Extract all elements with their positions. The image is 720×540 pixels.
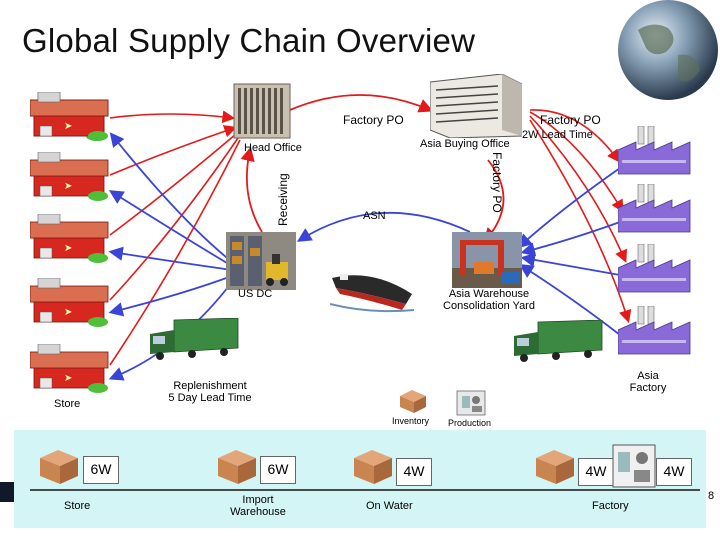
cargo-ship-icon xyxy=(330,274,414,313)
factory-icon xyxy=(618,126,691,175)
store-icon: ➤ xyxy=(30,278,109,327)
production-label: Production xyxy=(448,418,492,428)
store-label: Store xyxy=(54,398,81,410)
asia-factory-label: Asia Factory xyxy=(629,370,667,394)
timeline-weeks-import-warehouse: 6W xyxy=(260,456,296,484)
svg-text:➤: ➤ xyxy=(64,181,72,192)
timeline-label-factory: Factory xyxy=(592,500,629,512)
timeline-axis xyxy=(0,482,700,502)
store-icon: ➤ xyxy=(30,214,109,263)
factory-icon xyxy=(618,244,691,293)
timeline-weeks-store: 6W xyxy=(83,456,119,484)
timeline-weeks-production: 4W xyxy=(656,458,692,486)
svg-text:➤: ➤ xyxy=(64,307,72,318)
truck-icon xyxy=(514,320,603,362)
svg-text:➤: ➤ xyxy=(64,121,72,132)
asia-warehouse-yard-icon xyxy=(452,232,522,288)
svg-text:➤: ➤ xyxy=(64,373,72,384)
asia-buying-office-building-icon xyxy=(430,74,522,138)
inventory-label: Inventory xyxy=(392,416,430,426)
us-dc-warehouse-icon xyxy=(226,232,296,290)
asia-warehouse-label: Asia Warehouse Consolidation Yard xyxy=(443,288,535,312)
factory-po-vertical-label: Factory PO xyxy=(490,152,504,213)
factory-po-arrow xyxy=(289,94,434,113)
inventory-box-icon xyxy=(40,450,78,484)
production-icon xyxy=(456,390,486,416)
asia-buying-office-label: Asia Buying Office xyxy=(420,138,510,150)
factory-icon xyxy=(618,306,691,355)
timeline-label-store: Store xyxy=(64,500,91,512)
timeline-label-import-warehouse: Import Warehouse xyxy=(230,494,286,518)
factory-icon xyxy=(618,184,691,233)
head-office-label: Head Office xyxy=(244,142,302,154)
office-to-factories-arrows xyxy=(529,109,632,324)
receiving-label: Receiving xyxy=(276,173,290,226)
factories-to-warehouse-arrows xyxy=(517,167,621,336)
replenishment-label: Replenishment 5 Day Lead Time xyxy=(168,380,252,404)
stores-to-head-office-arrows xyxy=(109,110,241,366)
production-machine-icon xyxy=(612,444,656,488)
head-office-building-icon xyxy=(233,83,291,139)
globe-icon xyxy=(618,0,718,100)
factory-po-right-label: Factory PO xyxy=(540,113,601,127)
us-dc-label: US DC xyxy=(238,288,273,300)
store-icon: ➤ xyxy=(30,152,109,201)
truck-icon xyxy=(150,318,239,360)
page-number: 8 xyxy=(708,490,715,502)
inventory-box-icon xyxy=(354,450,392,484)
store-icon: ➤ xyxy=(30,92,109,141)
inventory-icon xyxy=(400,390,426,413)
asn-label: ASN xyxy=(363,210,386,222)
timeline-weeks-on-water: 4W xyxy=(396,458,432,486)
factory-po-label: Factory PO xyxy=(343,113,404,127)
timeline-label-on-water: On Water xyxy=(366,500,413,512)
inventory-box-icon xyxy=(536,450,574,484)
lead-time-label: 2W Lead Time xyxy=(522,129,593,141)
receiving-arrow xyxy=(240,146,263,233)
page-title: Global Supply Chain Overview xyxy=(22,22,476,59)
store-icon: ➤ xyxy=(30,344,109,393)
asn-arrow xyxy=(296,211,471,242)
inventory-box-icon xyxy=(218,450,256,484)
svg-text:➤: ➤ xyxy=(64,243,72,254)
timeline-weeks-factory: 4W xyxy=(578,458,614,486)
